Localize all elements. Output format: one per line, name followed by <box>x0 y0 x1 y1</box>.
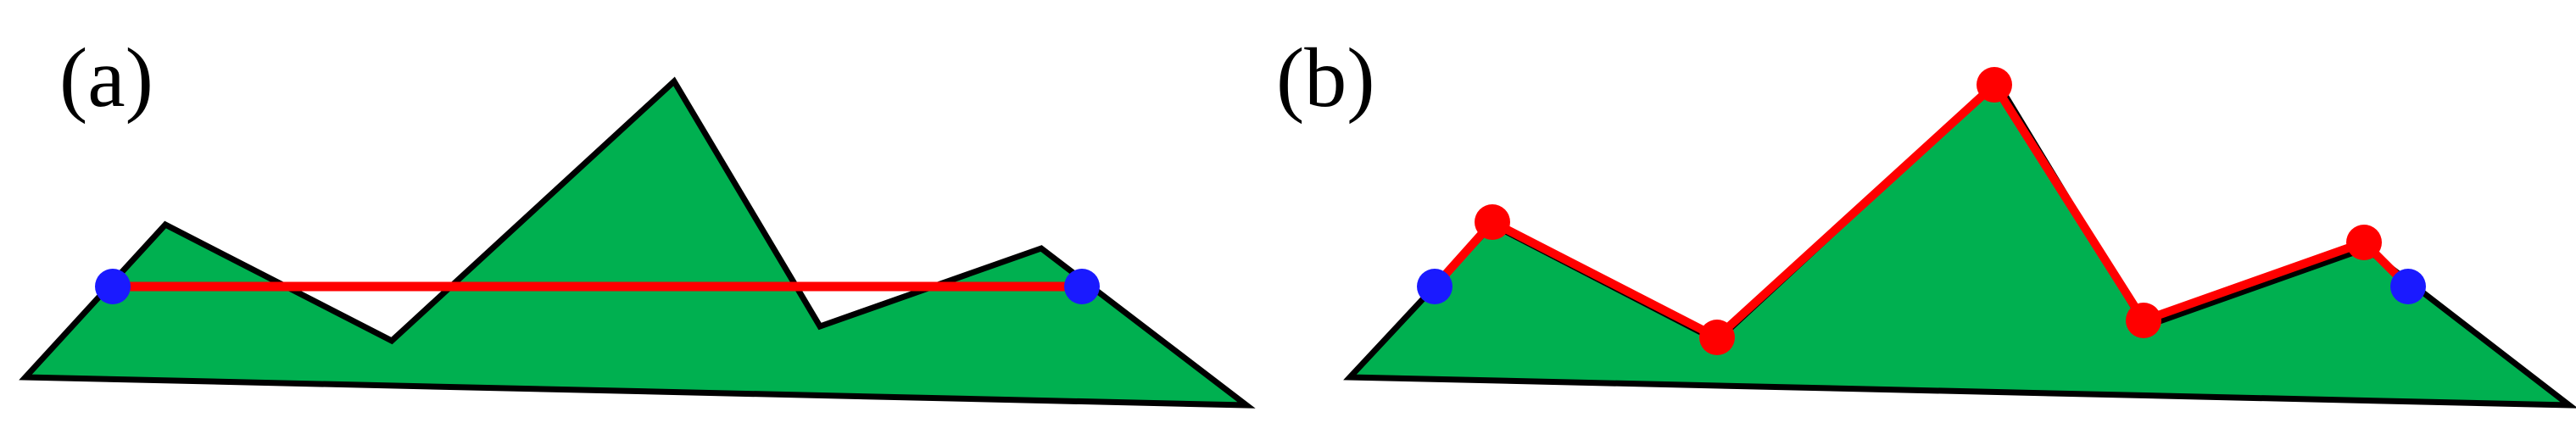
panel-b-vertex-2 <box>1699 320 1735 355</box>
panel-a-start-endpoint <box>95 269 131 304</box>
panel-a-terrain <box>19 76 1256 409</box>
panel-a-end-endpoint <box>1064 269 1100 304</box>
panel-b-vertex-4 <box>2126 303 2161 338</box>
panel-b-label: (b) <box>1276 31 1375 125</box>
panel-b-vertex-5 <box>2346 225 2382 260</box>
panel-a-label: (a) <box>59 31 153 125</box>
panel-b-end-endpoint <box>2390 269 2426 304</box>
panel-b-vertex-3 <box>1977 67 2012 103</box>
panel-b-start-endpoint <box>1417 269 1452 304</box>
panel-b: (b) <box>1276 31 2576 409</box>
panel-b-vertex-1 <box>1475 204 1510 240</box>
panel-a: (a) <box>19 31 1256 409</box>
